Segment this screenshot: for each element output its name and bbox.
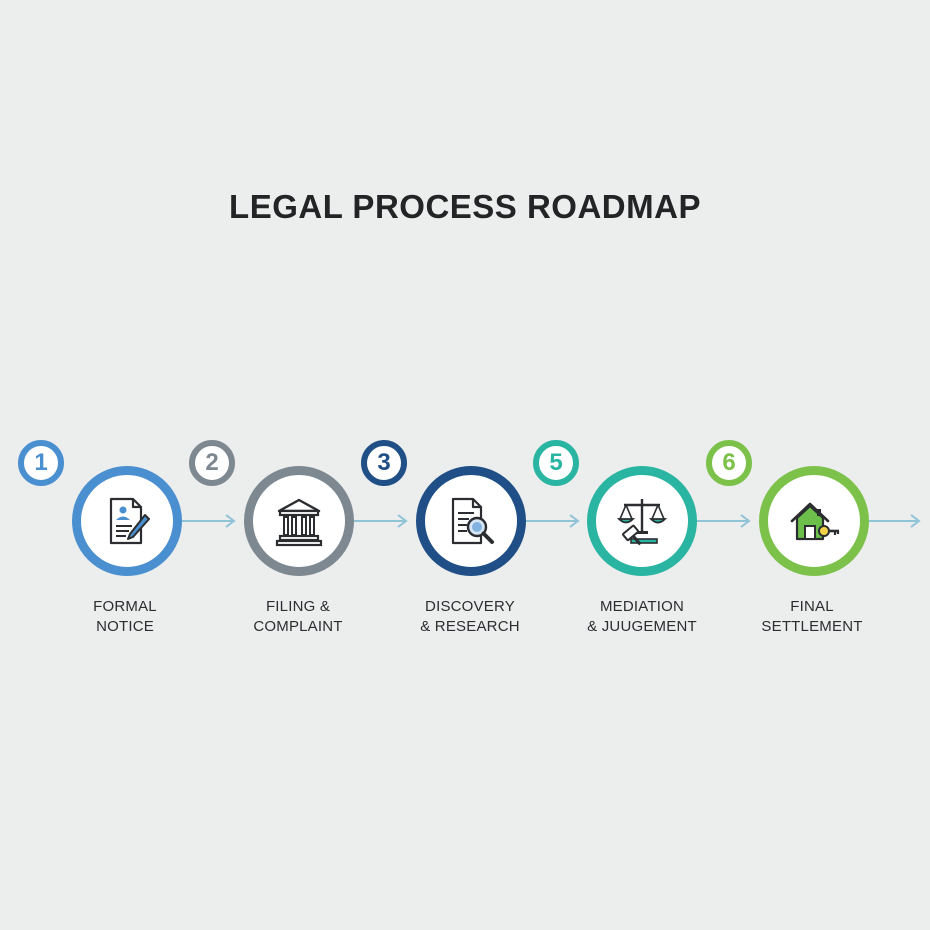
step-icon-ring xyxy=(416,466,526,576)
document-pen-icon xyxy=(109,497,150,545)
flow-arrow xyxy=(354,514,408,528)
step-number-badge: 6 xyxy=(706,440,752,486)
step-label: DISCOVERY& RESEARCH xyxy=(420,598,520,635)
page-title: LEGAL PROCESS ROADMAP xyxy=(229,188,701,225)
step-icon-ring xyxy=(759,466,869,576)
step-number-badge: 3 xyxy=(361,440,407,486)
flow-arrow xyxy=(869,514,921,528)
step-icon-ring xyxy=(587,466,697,576)
flow-arrow xyxy=(697,514,751,528)
document-magnifier-icon xyxy=(451,497,494,545)
scales-gavel-icon xyxy=(616,499,668,546)
flow-arrow xyxy=(182,514,236,528)
flow-arrow xyxy=(526,514,580,528)
house-key-icon xyxy=(790,502,840,541)
step-number-badge: 5 xyxy=(533,440,579,486)
step-icon-ring xyxy=(244,466,354,576)
step-icon-ring xyxy=(72,466,182,576)
step-number-badge: 2 xyxy=(189,440,235,486)
step-label: FILING &COMPLAINT xyxy=(253,598,343,635)
step-label: MEDIATION& JUUGEMENT xyxy=(587,598,697,635)
courthouse-icon xyxy=(275,498,323,547)
step-number-badge: 1 xyxy=(18,440,64,486)
